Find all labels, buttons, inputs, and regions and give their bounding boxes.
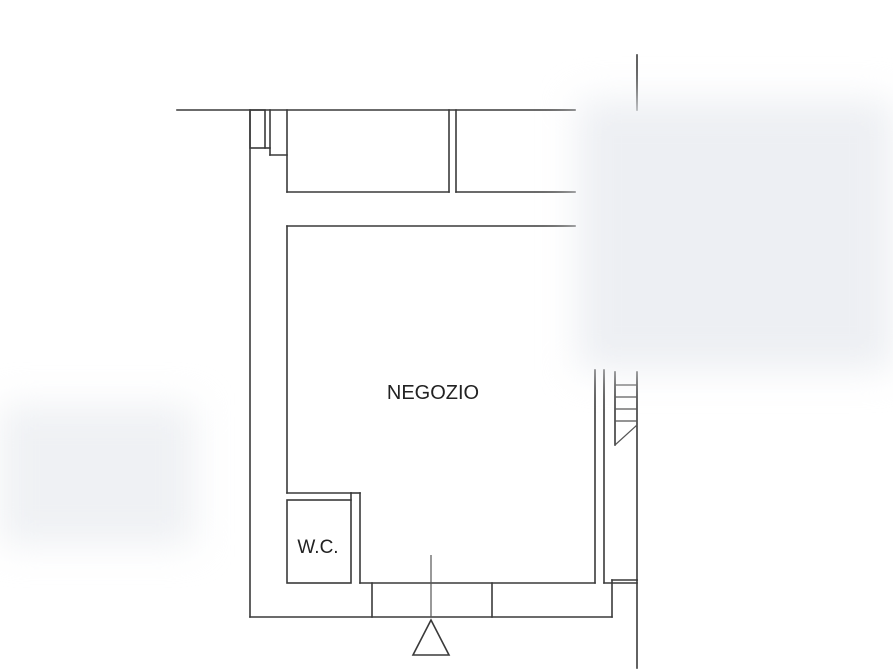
column [249, 109, 288, 156]
room-label-negozio: NEGOZIO [387, 382, 479, 404]
stairs [614, 371, 638, 581]
boundary-lines [176, 54, 638, 669]
inner-walls [286, 225, 638, 584]
bottom-windows [371, 582, 493, 618]
blurred-region-left [0, 405, 195, 545]
wc-room [286, 499, 352, 584]
room-label-wc: W.C. [297, 537, 338, 558]
entrance-arrow-icon [411, 555, 451, 656]
blurred-region-right [578, 100, 893, 370]
top-windows [286, 109, 576, 193]
